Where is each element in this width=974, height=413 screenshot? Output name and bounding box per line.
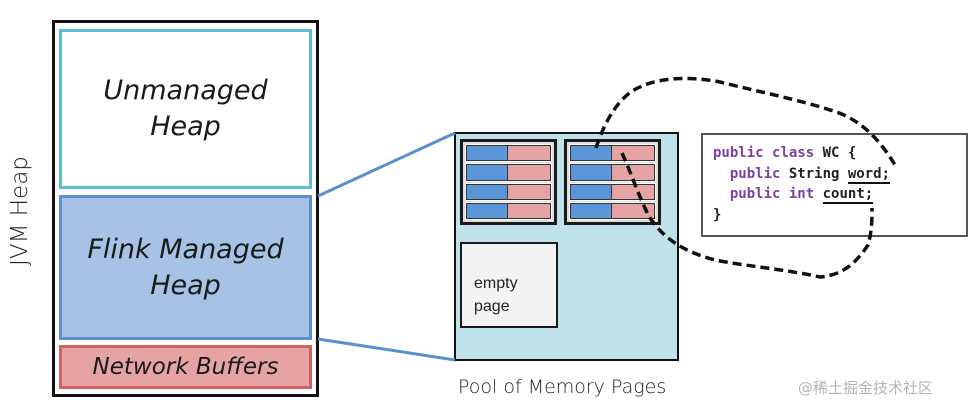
empty-page-label-line1: empty: [474, 275, 518, 292]
record-slot: [569, 143, 656, 163]
pool-label: Pool of Memory Pages: [458, 376, 667, 398]
record-slot: [465, 182, 552, 201]
record-value: [611, 184, 654, 199]
keyword: public: [713, 145, 764, 161]
unmanaged-heap-label-line2: Heap: [150, 111, 221, 142]
managed-heap-label-line1: Flink Managed: [87, 233, 284, 265]
record-value: [507, 203, 550, 218]
keyword: class: [772, 145, 815, 161]
code-snippet-box: public class WC { public String word; pu…: [701, 133, 968, 237]
network-buffers-label: Network Buffers: [92, 354, 279, 380]
field-count: count;: [822, 186, 874, 204]
record-key: [467, 184, 508, 199]
record-slot: [465, 163, 552, 182]
unmanaged-heap-region: Unmanaged Heap: [59, 29, 312, 189]
record-key: [467, 146, 508, 161]
memory-page-1: [460, 139, 557, 225]
code-line-2: public String word;: [713, 164, 966, 185]
memory-page-2: [564, 139, 661, 225]
record-value: [507, 184, 550, 199]
record-key: [571, 165, 612, 180]
record-slot: [569, 201, 656, 221]
empty-page-label-line2: page: [474, 298, 510, 315]
code-line-4: }: [713, 206, 722, 223]
record-value: [611, 165, 654, 180]
keyword: public: [729, 186, 781, 202]
record-key: [467, 165, 508, 180]
code-line-1: public class WC {: [713, 143, 966, 164]
record-slot: [569, 182, 656, 201]
keyword: int: [788, 186, 815, 202]
record-value: [611, 146, 654, 161]
record-value: [611, 203, 654, 218]
empty-page: empty page: [460, 242, 558, 328]
jvm-heap-label: JVM Heap: [7, 156, 33, 266]
record-key: [467, 203, 508, 218]
record-slot: [465, 201, 552, 221]
field-word: word;: [847, 165, 891, 184]
zoom-connector-top: [317, 131, 456, 198]
record-slot: [465, 143, 552, 163]
unmanaged-heap-label-line1: Unmanaged: [103, 75, 268, 106]
class-name: WC {: [814, 145, 857, 161]
record-value: [507, 165, 550, 180]
zoom-connector-bottom: [317, 337, 456, 362]
code-line-3: public int count;: [713, 184, 966, 205]
record-key: [571, 146, 612, 161]
record-key: [571, 203, 612, 218]
keyword: public: [729, 165, 781, 182]
record-slot: [569, 163, 656, 182]
network-buffers-region: Network Buffers: [59, 345, 312, 389]
flink-managed-heap-region: Flink Managed Heap: [59, 195, 312, 340]
type-name: String: [780, 165, 848, 182]
record-key: [571, 184, 612, 199]
watermark: @稀土掘金技术社区: [798, 379, 934, 397]
managed-heap-label-line2: Heap: [150, 269, 221, 301]
record-value: [507, 146, 550, 161]
